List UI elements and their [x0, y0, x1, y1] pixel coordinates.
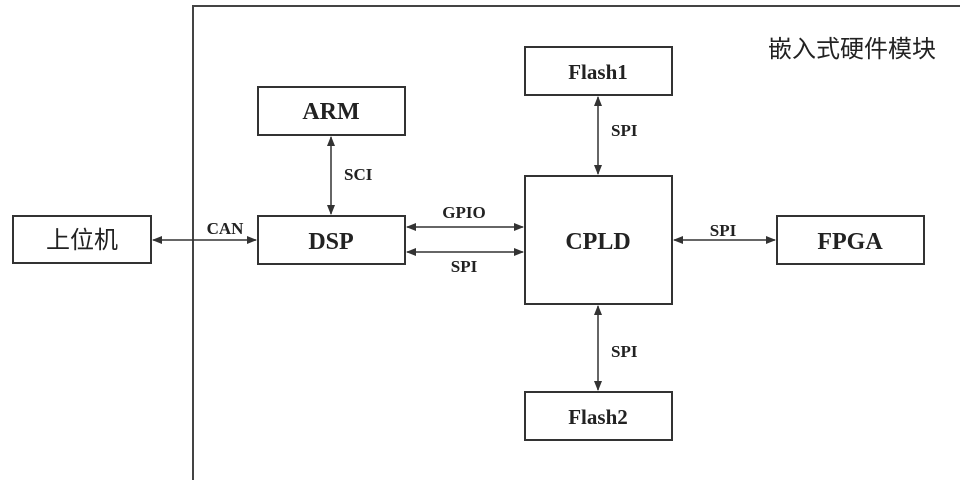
node-fpga: FPGA — [776, 215, 925, 265]
node-host: 上位机 — [12, 215, 152, 264]
node-dsp: DSP — [257, 215, 406, 265]
svg-text:CPLD: CPLD — [565, 229, 630, 255]
edge-dsp-cpld-gpio: GPIO — [406, 203, 524, 231]
svg-text:SPI: SPI — [611, 121, 638, 140]
edge-dsp-cpld-spi: SPI — [406, 248, 524, 276]
edge-cpld-fpga: SPI — [673, 221, 776, 244]
svg-text:DSP: DSP — [308, 229, 353, 255]
svg-text:SPI: SPI — [710, 221, 737, 240]
module-frame — [192, 5, 960, 480]
svg-text:GPIO: GPIO — [442, 203, 485, 222]
svg-text:上位机: 上位机 — [46, 226, 118, 254]
svg-text:CAN: CAN — [207, 219, 245, 238]
svg-text:ARM: ARM — [302, 99, 359, 125]
node-flash2: Flash2 — [524, 391, 673, 441]
node-cpld: CPLD — [524, 175, 673, 305]
edge-host-dsp: CAN — [152, 219, 257, 244]
edge-arm-dsp: SCI — [327, 136, 373, 215]
svg-text:Flash2: Flash2 — [568, 405, 628, 429]
edge-flash1-cpld: SPI — [594, 96, 638, 175]
svg-text:SPI: SPI — [451, 257, 478, 276]
node-arm: ARM — [257, 86, 406, 136]
edge-cpld-flash2: SPI — [594, 305, 638, 391]
svg-text:Flash1: Flash1 — [568, 60, 628, 84]
svg-text:SCI: SCI — [344, 165, 373, 184]
module-title: 嵌入式硬件模块 — [768, 35, 936, 63]
svg-text:SPI: SPI — [611, 342, 638, 361]
node-flash1: Flash1 — [524, 46, 673, 96]
svg-text:FPGA: FPGA — [817, 229, 883, 255]
